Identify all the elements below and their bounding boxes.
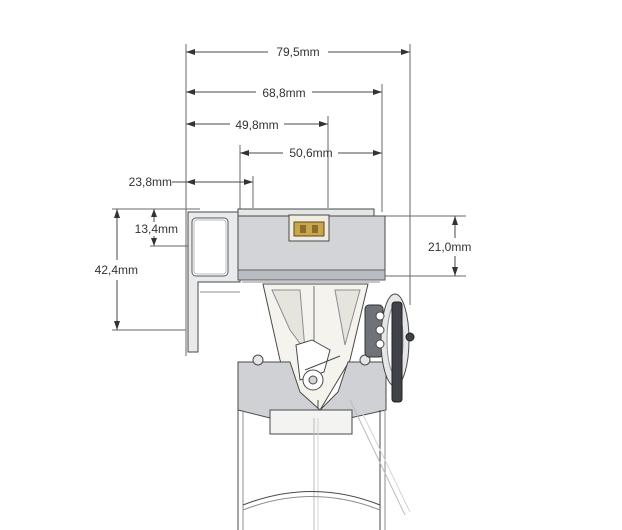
side-roller <box>364 293 415 403</box>
housing-width-label: 68,8mm <box>262 86 305 100</box>
slats <box>237 399 411 530</box>
dimension-profile-width: 23,8mm <box>129 175 253 189</box>
head-rail <box>237 354 387 435</box>
housing-block <box>237 208 386 283</box>
housing-height-label: 21,0mm <box>428 240 471 254</box>
dimension-overall-width: 79,5mm <box>186 45 410 59</box>
aluminium-profile <box>187 211 241 353</box>
dimension-housing-height: 21,0mm <box>428 216 471 276</box>
to-mechanism-label: 49,8mm <box>235 118 278 132</box>
dimension-housing-width: 68,8mm <box>186 86 382 100</box>
dimension-profile-step: 13,4mm <box>135 209 178 246</box>
profile-width-label: 23,8mm <box>129 175 172 189</box>
dimension-profile-height: 42,4mm <box>95 209 138 330</box>
dimension-inner-span: 50,6mm <box>240 146 382 160</box>
profile-height-label: 42,4mm <box>95 263 138 277</box>
inner-span-label: 50,6mm <box>289 146 332 160</box>
profile-step-label: 13,4mm <box>135 222 178 236</box>
overall-width-label: 79,5mm <box>276 45 319 59</box>
dimension-to-mechanism: 49,8mm <box>186 118 328 132</box>
